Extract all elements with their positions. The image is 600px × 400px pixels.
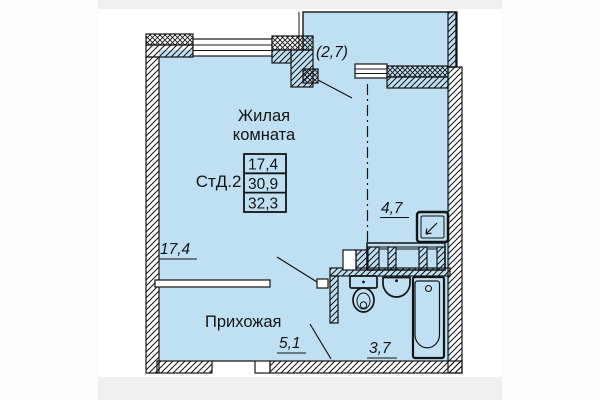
apartment-floor	[159, 50, 450, 361]
hallway-label: Прихожая	[205, 313, 281, 331]
page-band-top	[98, 0, 502, 9]
area-table-row-usable: 30,9	[248, 176, 278, 193]
wall-bottom-left	[156, 360, 213, 374]
kitchen-area: 4,7	[381, 200, 404, 217]
bathroom-area: 3,7	[369, 340, 392, 357]
bathroom-sink-fixture	[382, 276, 411, 298]
hallway-area: 5,1	[279, 335, 301, 352]
bathtub-fixture	[411, 275, 446, 360]
balcony-door-swing-line	[317, 79, 353, 99]
window-living-room	[192, 38, 273, 57]
bathroom-wall-left	[329, 275, 339, 324]
wall-right	[447, 66, 463, 374]
room-floors	[159, 11, 457, 361]
plan-lines	[276, 79, 369, 360]
wall-left	[145, 56, 160, 374]
unit-label: СтД.2	[196, 172, 242, 191]
hall-door-swing-line	[276, 256, 318, 283]
vent-shaft-block	[342, 242, 446, 271]
wall-under-balcony	[386, 76, 449, 89]
area-table-row-total: 32,3	[248, 195, 278, 212]
wall-balcony-right	[447, 11, 458, 68]
entrance-door-jamb	[254, 360, 271, 374]
hall-door-jamb	[316, 278, 329, 289]
partition-hallway	[154, 279, 271, 288]
toilet-fixture	[349, 275, 378, 313]
exterior-walls	[145, 11, 463, 374]
wall-under-balcony-cross	[386, 65, 449, 78]
area-table-row-living: 17,4	[248, 157, 279, 174]
balcony-area: (2,7)	[316, 44, 348, 61]
interior-walls	[154, 267, 451, 324]
kitchen-sink-fixture	[415, 210, 450, 244]
living-room-label-line2: комната	[233, 126, 296, 144]
area-table: 17,4 30,9 32,3	[243, 153, 287, 213]
wall-bottom-right	[269, 360, 463, 374]
wall-top-left	[145, 44, 194, 58]
page-band-bottom	[98, 377, 502, 400]
living-room-area: 17,4	[160, 241, 191, 258]
living-room-label-line1: Жилая	[238, 107, 290, 125]
window-kitchen	[354, 63, 388, 79]
wall-top-left-cross	[145, 33, 194, 46]
bathroom-door-swing-line	[309, 323, 332, 360]
labels: Жилая комната СтД.2 17,4 (2,7) 4,7 Прихо…	[159, 44, 409, 359]
wall-balcony-pier	[271, 35, 319, 88]
